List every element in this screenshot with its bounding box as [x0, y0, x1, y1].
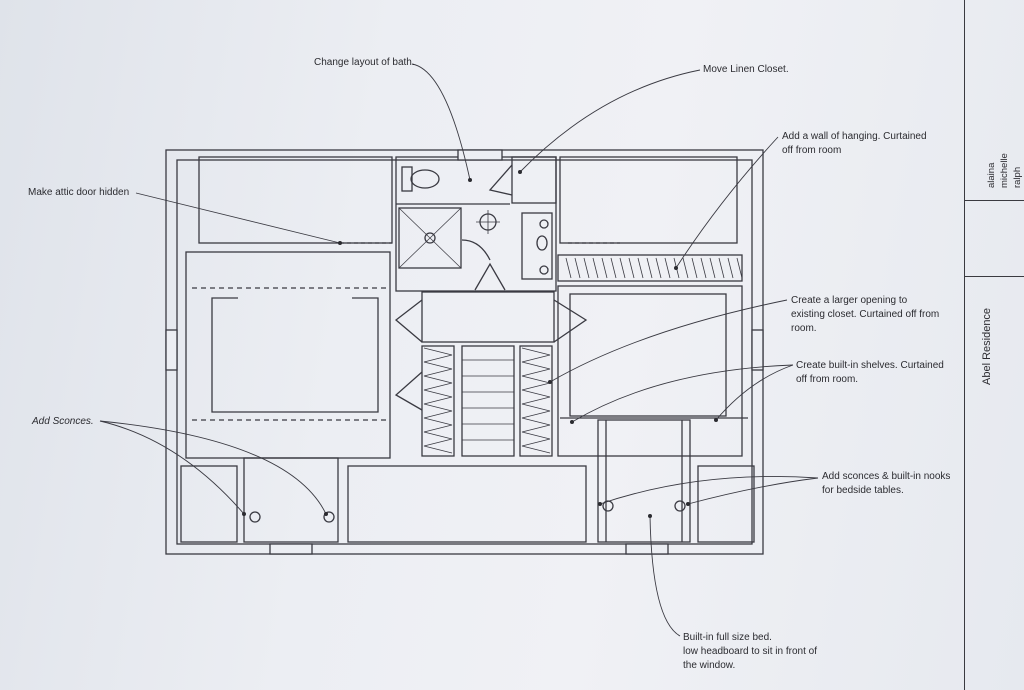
stair-left-hatch: [423, 347, 453, 454]
lower-right-closet: [697, 465, 755, 543]
hall: [421, 291, 555, 343]
vanity-fixture-bottom: [539, 265, 549, 275]
shower-drain: [424, 232, 436, 244]
hanging-wall: [557, 254, 743, 282]
window-bottom-left: [269, 543, 313, 555]
note-built-in-bed: Built-in full size bed. low headboard to…: [683, 632, 817, 671]
leader-dot-sconce-1: [242, 512, 246, 516]
leader-dot-bed: [648, 514, 652, 518]
note-wall-hanging: Add a wall of hanging. Curtained off fro…: [782, 131, 927, 156]
stair-right: [519, 345, 553, 457]
lower-middle-room: [347, 465, 587, 543]
leader-dot-attic: [338, 241, 342, 245]
leader-dot-closet: [548, 380, 552, 384]
vanity-sink: [536, 235, 548, 251]
hall-door-right: [553, 299, 588, 343]
vanity: [521, 212, 553, 280]
leader-shelves-1: [571, 364, 794, 423]
stair-right-hatch: [521, 347, 551, 454]
note-add-sconces: Add Sconces.: [32, 416, 94, 427]
leader-linen: [519, 69, 701, 173]
toilet-tank: [401, 166, 413, 192]
leader-dot-bath: [468, 178, 472, 182]
project-title: Abel Residence: [981, 307, 993, 385]
owner-info: alaina michelle ralph 700 Daniel Ellis D…: [986, 153, 1023, 188]
leader-closet: [549, 299, 788, 383]
shower: [398, 207, 462, 269]
leader-dot-shelves-1: [570, 420, 574, 424]
title-block-divider-top: [965, 0, 1024, 201]
stair-left: [421, 345, 455, 457]
leader-dot-sconce-2: [324, 512, 328, 516]
sconce-1: [249, 511, 261, 523]
window-bottom-right: [625, 543, 669, 555]
stairs: [461, 345, 515, 457]
leader-nooks-1: [599, 476, 819, 505]
bath-door-swing: [461, 239, 491, 261]
sconce-room: [243, 457, 339, 543]
note-move-linen: Move Linen Closet.: [703, 64, 789, 75]
bedroom-right: [557, 285, 743, 457]
leader-dot-linen: [518, 170, 522, 174]
exterior-wall-outer: [165, 149, 764, 555]
sconce-2: [323, 511, 335, 523]
leader-attic: [135, 192, 341, 244]
leader-shelves-2: [715, 364, 794, 421]
leader-bath: [411, 63, 471, 181]
shower-x2: [398, 207, 462, 269]
hall-door-left: [394, 299, 423, 343]
bath: [395, 156, 557, 292]
bed-alcove: [597, 419, 691, 543]
leader-sconces-2: [99, 420, 327, 515]
hall-door-swing: [474, 262, 506, 291]
leader-nooks-2: [687, 477, 819, 505]
leader-hanging: [675, 136, 779, 269]
title-block: alaina michelle ralph 700 Daniel Ellis D…: [964, 0, 1024, 690]
leader-dot-nook-2: [686, 502, 690, 506]
right-closet-outline: [569, 293, 727, 417]
leader-sconces-1: [99, 420, 245, 515]
toilet-bowl: [410, 169, 440, 189]
attic-room-right: [559, 156, 738, 244]
leader-dot-shelves-2: [714, 418, 718, 422]
window-top: [457, 149, 503, 161]
note-bedside-nooks: Add sconces & built-in nooks for bedside…: [822, 471, 951, 496]
hanging-wall-hatch: [565, 257, 743, 279]
left-closet-outline: [211, 297, 379, 413]
hall-door-lower: [394, 371, 423, 411]
window-right: [751, 329, 764, 371]
title-block-divider-mid: [965, 200, 1024, 277]
sconce-4: [674, 500, 686, 512]
vanity-fixture-top: [539, 219, 549, 229]
note-change-bath: Change layout of bath.: [314, 57, 415, 68]
leader-dot-nook-1: [598, 502, 602, 506]
note-built-in-shelves: Create built-in shelves. Curtained off f…: [796, 360, 944, 385]
attic-room-left: [198, 156, 393, 244]
window-left: [165, 329, 178, 371]
linen-closet: [511, 156, 557, 204]
note-larger-opening: Create a larger opening to existing clos…: [791, 295, 940, 334]
leader-bed: [649, 515, 681, 637]
linen-door-swing: [488, 164, 513, 196]
leader-dot-hanging: [674, 266, 678, 270]
note-attic-door: Make attic door hidden: [28, 187, 130, 198]
bedroom-left: [185, 251, 391, 459]
lower-left-closet: [180, 465, 238, 543]
